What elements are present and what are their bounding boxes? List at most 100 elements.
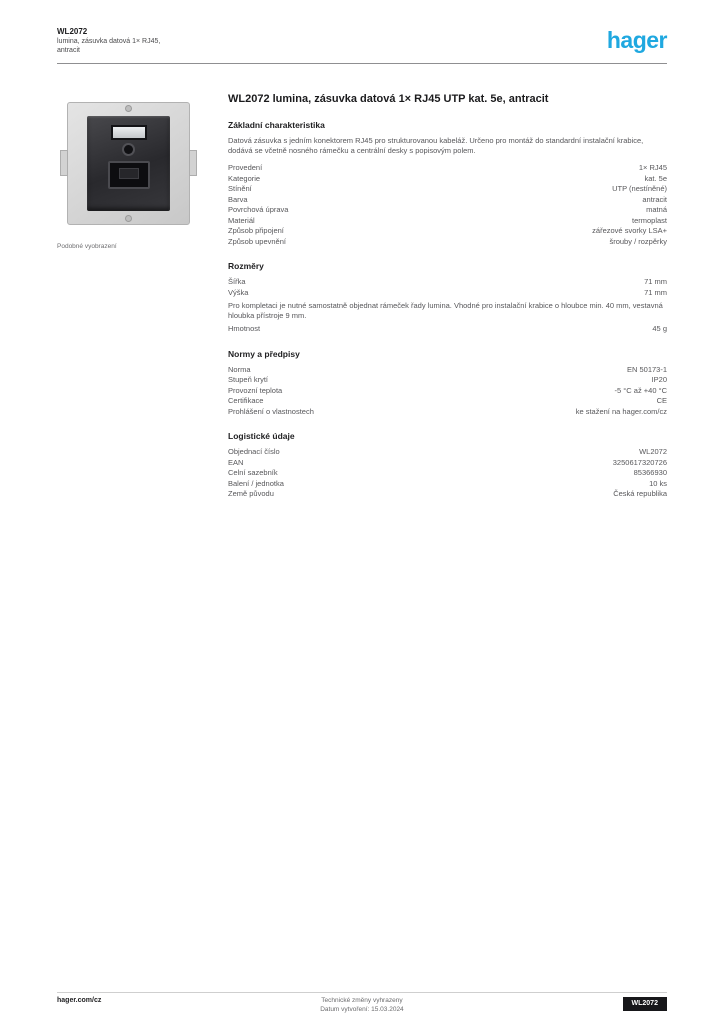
spec-value: UTP (nestíněné): [612, 184, 667, 193]
section-paragraph: Datová zásuvka s jedním konektorem RJ45 …: [228, 136, 644, 155]
footer-reference-badge: WL2072: [622, 997, 667, 1011]
spec-value: CE: [656, 396, 667, 405]
spec-label: Objednací číslo: [228, 447, 280, 456]
spec-value: antracit: [642, 194, 667, 204]
spec-value: 71 mm: [644, 277, 667, 286]
rj45-port: [107, 161, 150, 189]
spec-label: Materiál: [228, 215, 255, 225]
spec-row: Objednací číslo WL2072: [228, 447, 667, 458]
product-image: [57, 92, 200, 235]
spec-value: termoplast: [631, 215, 667, 225]
spec-label: Balení / jednotka: [228, 478, 284, 488]
spec-value: matná: [646, 205, 667, 214]
spec-section: Normy a předpisy Norma EN 50173-1 Stupeň…: [228, 349, 667, 418]
spec-section: Logistické údaje Objednací číslo WL2072 …: [228, 431, 667, 500]
spec-label: Způsob upevnění: [228, 236, 286, 246]
header-reference: WL2072: [57, 27, 88, 36]
main-content: Podobné vyobrazení WL2072 lumina, zásuvk…: [57, 92, 667, 500]
spec-row: Způsob upevnění šrouby / rozpěrky: [228, 237, 667, 248]
spec-label: Norma: [228, 364, 251, 374]
spec-label: EAN: [228, 457, 244, 467]
spec-sections: Základní charakteristika Datová zásuvka …: [228, 120, 667, 500]
spec-note: Pro kompletaci je nutné samostatně objed…: [228, 301, 663, 320]
spec-value: EN 50173-1: [626, 364, 667, 374]
page-header: WL2072 lumina, zásuvka datová 1× RJ45, a…: [57, 26, 668, 55]
spec-row: Hmotnost 45 g: [228, 324, 667, 335]
frame-screw-bottom: [125, 215, 132, 222]
section-heading: Logistické údaje: [228, 431, 295, 441]
section-rows: Objednací číslo WL2072 EAN 3250617320726…: [228, 447, 667, 500]
spec-row: EAN 3250617320726: [228, 458, 667, 469]
spec-label: Kategorie: [228, 173, 261, 183]
spec-value: 1× RJ45: [638, 163, 667, 172]
spec-row: Stínění UTP (nestíněné): [228, 184, 667, 195]
footer-site-link[interactable]: hager.com/cz: [57, 997, 102, 1004]
spec-value: šrouby / rozpěrky: [609, 236, 667, 246]
footer-notes: Technické změny vyhrazeny Datum vytvořen…: [320, 997, 403, 1014]
spec-value: IP20: [651, 375, 667, 384]
spec-label: Způsob připojení: [228, 226, 284, 235]
spec-row: Povrchová úprava matná: [228, 205, 667, 216]
label-window: [110, 125, 147, 140]
spec-row: Země původu Česká republika: [228, 489, 667, 500]
section-rows: Provedení 1× RJ45 Kategorie kat. 5e Stín…: [228, 163, 667, 247]
spec-label: Barva: [228, 194, 248, 204]
spec-label: Země původu: [228, 489, 274, 498]
spec-row: Certifikace CE: [228, 396, 667, 407]
product-image-column: Podobné vyobrazení: [57, 92, 200, 500]
spec-row: Provedení 1× RJ45: [228, 163, 667, 174]
socket-faceplate: [87, 116, 170, 211]
spec-row: Provozní teplota -5 °C až +40 °C: [228, 386, 667, 397]
footer-note-1: Technické změny vyhrazeny: [321, 997, 403, 1004]
spec-value: 3250617320726: [612, 457, 667, 467]
hager-logo: hager: [606, 27, 668, 53]
spec-value: kat. 5e: [644, 173, 667, 183]
spec-value: 71 mm: [644, 287, 667, 297]
frame-claw-right: [189, 150, 197, 176]
section-rows: Norma EN 50173-1 Stupeň krytí IP20 Provo…: [228, 365, 667, 418]
header-description: lumina, zásuvka datová 1× RJ45, antracit: [57, 38, 161, 54]
spec-label: Šířka: [228, 277, 246, 286]
spec-value: 85366930: [633, 468, 667, 477]
footer-note-2: Datum vytvoření: 15.03.2024: [320, 1005, 404, 1013]
spec-label: Povrchová úprava: [228, 205, 289, 214]
spec-row: Výška 71 mm: [228, 288, 667, 299]
spec-value: WL2072: [639, 447, 667, 456]
spec-row: Prohlášení o vlastnostech ke stažení na …: [228, 407, 667, 418]
spec-row: Materiál termoplast: [228, 216, 667, 227]
header-product-block: WL2072 lumina, zásuvka datová 1× RJ45, a…: [57, 26, 177, 55]
spec-value: ke stažení na hager.com/cz: [575, 406, 667, 416]
spec-value: 45 g: [652, 324, 667, 333]
spec-row: Norma EN 50173-1: [228, 365, 667, 376]
spec-label: Provedení: [228, 163, 263, 172]
spec-section: Rozměry Šířka 71 mm Výška 71 mm Pro komp…: [228, 261, 667, 335]
section-heading: Základní charakteristika: [228, 120, 325, 130]
spec-label: Stínění: [228, 184, 252, 193]
spec-label: Hmotnost: [228, 324, 261, 333]
section-rows: Šířka 71 mm Výška 71 mm Pro kompletaci j…: [228, 277, 667, 335]
indicator-dot: [124, 145, 133, 154]
spec-row: Šířka 71 mm: [228, 277, 667, 288]
spec-value: -5 °C až +40 °C: [614, 385, 667, 395]
spec-value: 10 ks: [649, 478, 667, 488]
spec-label: Výška: [228, 287, 249, 297]
spec-label: Stupeň krytí: [228, 375, 269, 384]
spec-value: zářezové svorky LSA+: [592, 226, 667, 235]
page-footer: hager.com/cz Technické změny vyhrazeny D…: [57, 992, 667, 1014]
spec-column: WL2072 lumina, zásuvka datová 1× RJ45 UT…: [228, 92, 667, 500]
spec-row: Stupeň krytí IP20: [228, 375, 667, 386]
spec-row: Způsob připojení zářezové svorky LSA+: [228, 226, 667, 237]
spec-row: Kategorie kat. 5e: [228, 174, 667, 185]
spec-row: Balení / jednotka 10 ks: [228, 479, 667, 490]
spec-row: Celní sazebník 85366930: [228, 468, 667, 479]
section-heading: Normy a předpisy: [228, 348, 300, 359]
spec-section: Základní charakteristika Datová zásuvka …: [228, 120, 667, 247]
image-caption: Podobné vyobrazení: [57, 243, 117, 250]
spec-value: Česká republika: [613, 489, 667, 498]
section-heading: Rozměry: [228, 261, 264, 271]
header-divider: [57, 63, 667, 64]
product-title: WL2072 lumina, zásuvka datová 1× RJ45 UT…: [228, 93, 549, 105]
frame-screw-top: [125, 105, 132, 112]
spec-label: Certifikace: [228, 396, 264, 405]
